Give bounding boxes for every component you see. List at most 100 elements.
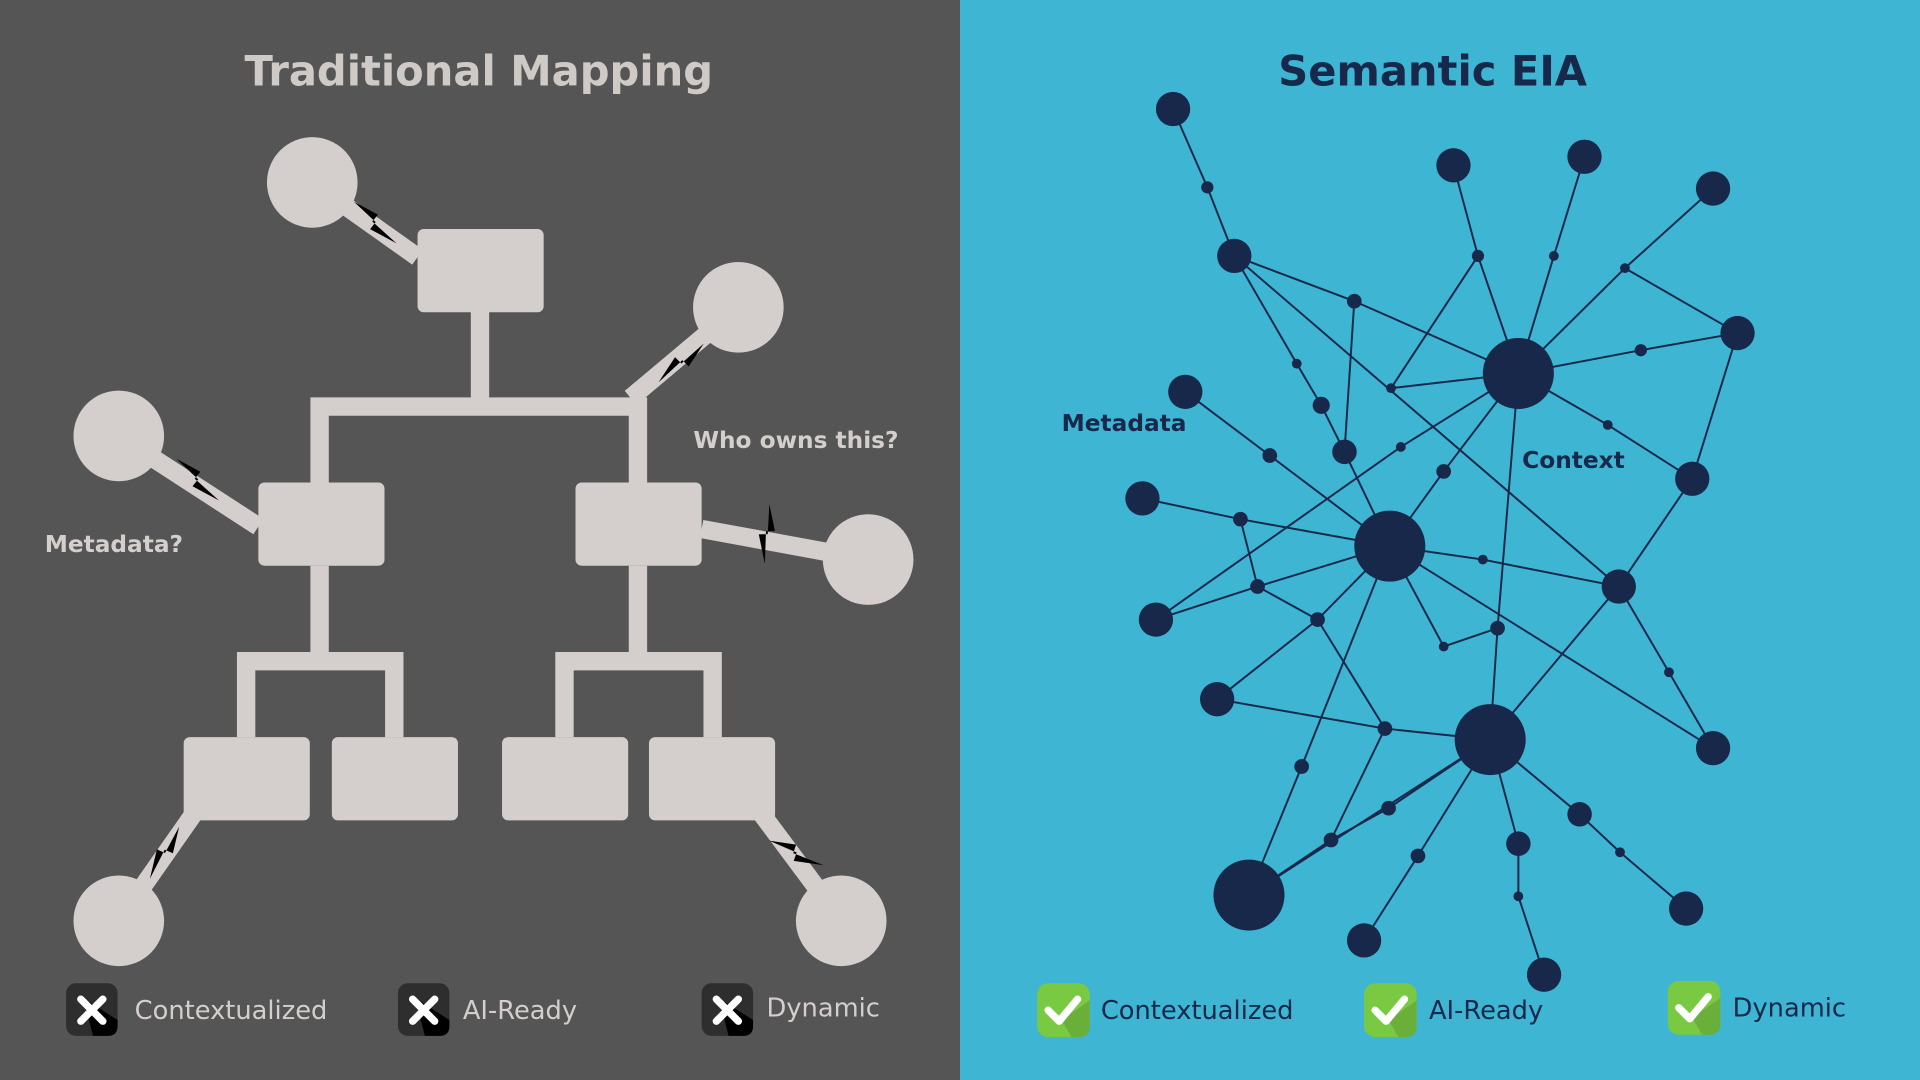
network-node — [1668, 891, 1704, 926]
network-junction-node — [1664, 667, 1674, 678]
network-edge — [1300, 545, 1391, 767]
badge-contextualized-pass: Contextualized — [1037, 983, 1294, 1038]
network-node — [1200, 682, 1235, 717]
network-junction-node — [1346, 293, 1362, 309]
network-nodes — [1125, 91, 1755, 992]
check-icon — [1044, 995, 1082, 1025]
network-edge — [1155, 446, 1402, 621]
network-node — [1526, 957, 1562, 992]
org-box-leaf — [648, 737, 776, 821]
network-junction-node — [1602, 420, 1613, 430]
network-edge — [1691, 332, 1739, 480]
hierarchy-connectors — [111, 174, 870, 927]
network-node — [1436, 148, 1471, 183]
network-junction-node — [1312, 396, 1330, 414]
network-node — [1695, 731, 1731, 766]
org-box-leaf — [331, 737, 458, 821]
org-box-leaf — [183, 737, 310, 821]
network-node — [1601, 569, 1636, 604]
network-junction-node — [1395, 442, 1406, 452]
network-edge — [1343, 301, 1356, 452]
network-edge — [1216, 698, 1386, 730]
check-icon — [1371, 995, 1409, 1025]
network-junction-node — [1294, 759, 1309, 774]
network-edge — [1233, 255, 1298, 365]
badge-dynamic-pass: Dynamic — [1667, 980, 1846, 1035]
network-junction-node — [1310, 612, 1325, 627]
badge-dynamic-fail: Dynamic — [701, 983, 880, 1036]
badge-ai-ready-fail: AI-Ready — [397, 983, 577, 1036]
network-edge — [1233, 255, 1355, 303]
network-edge — [1233, 255, 1620, 588]
network-edge — [1239, 518, 1259, 587]
lightning-bolt-icon — [149, 826, 180, 879]
right-panel-background — [960, 0, 1920, 1080]
org-box-leaf — [502, 737, 629, 821]
network-junction-node — [1634, 344, 1647, 357]
network-edge — [1330, 728, 1386, 841]
network-edge — [1316, 619, 1386, 730]
network-edge — [1552, 156, 1586, 257]
data-source-circle — [795, 875, 887, 967]
network-node — [1506, 831, 1531, 856]
network-junction-node — [1291, 358, 1302, 369]
right-title: Semantic EIA — [1278, 47, 1588, 96]
x-icon — [77, 995, 107, 1025]
annotation-metadata-question: Metadata? — [45, 531, 183, 558]
network-edge — [1482, 558, 1619, 588]
broken-links — [149, 201, 824, 879]
network-junction-node — [1381, 800, 1396, 816]
network-junction-node — [1438, 641, 1449, 652]
badge-label: Dynamic — [767, 993, 880, 1023]
network-junction-node — [1386, 383, 1396, 394]
data-source-circle — [822, 514, 914, 605]
network-edge — [1155, 585, 1258, 621]
network-node — [1125, 481, 1160, 516]
network-junction-node — [1477, 554, 1488, 565]
network-junction-node — [1490, 620, 1505, 636]
badge-label: AI-Ready — [463, 996, 577, 1026]
network-edge — [1257, 585, 1319, 621]
badge-label: AI-Ready — [1429, 996, 1543, 1026]
badge-contextualized-fail: Contextualized — [66, 983, 327, 1036]
data-source-circle — [266, 137, 358, 228]
network-hub-node — [1454, 704, 1526, 776]
badge-label: Contextualized — [135, 996, 328, 1026]
network-junction-node — [1615, 847, 1625, 858]
badge-ai-ready-pass: AI-Ready — [1364, 983, 1543, 1038]
network-node — [1567, 139, 1602, 174]
network-junction-node — [1471, 249, 1485, 263]
data-source-circle — [693, 262, 784, 353]
network-edge — [1496, 373, 1520, 629]
org-box-left — [258, 482, 385, 566]
network-edge — [1390, 255, 1479, 389]
network-node — [1695, 171, 1731, 206]
network-edge — [1624, 187, 1714, 269]
traditional-hierarchy — [73, 137, 914, 967]
badge-label: Dynamic — [1733, 993, 1846, 1023]
network-hub-node — [1213, 859, 1285, 931]
check-icon — [1675, 993, 1712, 1023]
network-junction-node — [1262, 448, 1278, 463]
network-edge — [1248, 738, 1491, 896]
check-shadow — [1388, 1000, 1417, 1038]
annotation-metadata: Metadata — [1062, 410, 1187, 437]
network-edge — [1617, 478, 1694, 588]
network-junction-node — [1513, 891, 1524, 902]
network-edges — [1142, 108, 1739, 975]
network-junction-node — [1250, 579, 1265, 594]
lightning-bolt-icon — [769, 840, 824, 866]
annotation-context: Context — [1522, 447, 1625, 474]
network-edge — [1389, 545, 1714, 749]
network-edge — [1216, 618, 1319, 700]
lightning-bolt-icon — [658, 343, 704, 383]
network-junction-node — [1233, 511, 1248, 527]
network-node — [1217, 238, 1252, 274]
badge-label: Contextualized — [1101, 996, 1294, 1026]
lightning-bolt-icon — [176, 458, 220, 501]
network-junction-node — [1377, 721, 1393, 736]
network-node — [1567, 802, 1592, 827]
network-edge — [1184, 391, 1271, 457]
network-node — [1720, 315, 1755, 351]
